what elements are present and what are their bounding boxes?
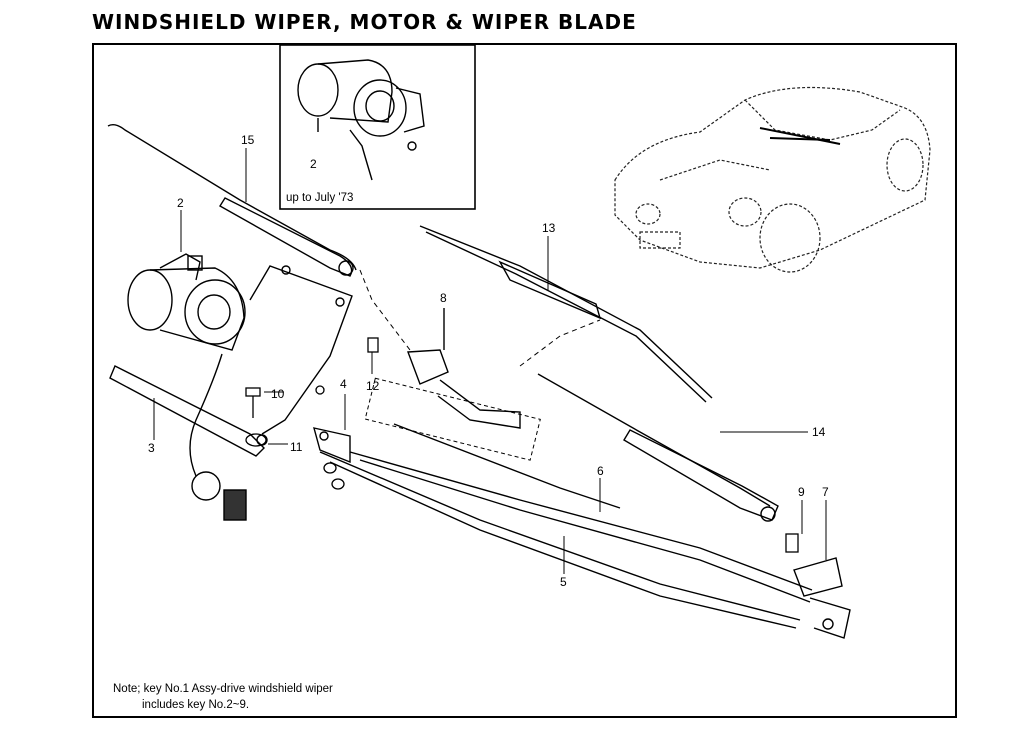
inset-caption: up to July '73 [286,192,353,204]
diagram-frame [92,43,957,718]
callout-13: 13 [542,221,556,235]
nut-12 [367,337,379,353]
callout-3: 3 [148,441,155,455]
callout-7: 7 [822,485,829,499]
callout-2: 2 [177,196,184,210]
callout-8: 8 [440,291,447,305]
page-title: WINDSHIELD WIPER, MOTOR & WIPER BLADE [92,10,637,34]
motor-bracket-3 [109,265,353,457]
callout-11: 11 [290,440,303,454]
link-4 [313,423,621,509]
wiper-motor-2 [127,253,246,351]
callout-12: 12 [366,379,380,393]
callout-14: 14 [812,425,826,439]
car-illustration [614,86,931,273]
washer-11 [245,385,325,447]
pivot-7 [793,557,851,639]
bolt-10 [245,387,261,418]
callout-5: 5 [560,575,567,589]
washer-set [323,462,345,490]
callout-10: 10 [271,387,285,401]
pivot-dashed-outline [364,377,541,461]
alignment-lines [359,269,601,367]
pivot-8 [407,308,521,429]
link-rod-5 [319,451,801,629]
footnote: Note; key No.1 Assy-drive windshield wip… [113,681,333,713]
footnote-line-2: includes key No.2~9. [142,699,250,711]
wiper-arm-14 [537,373,779,522]
motor-cable-connector [189,353,247,521]
callout-6: 6 [597,464,604,478]
inset-motor-illustration [297,59,425,181]
link-rod-6 [349,451,813,603]
footnote-line-1: Note; key No.1 Assy-drive windshield wip… [113,683,333,695]
nut-9 [785,533,799,553]
car-wiper-highlight [759,127,841,145]
wiper-blade-13 [419,225,713,403]
callout-9: 9 [798,485,805,499]
inset-box: up to July '73 2 [279,44,476,210]
wiper-arm-15 [107,123,357,277]
callout-4: 4 [340,377,347,391]
inset-callout-2: 2 [310,157,317,171]
callout-15: 15 [241,133,255,147]
